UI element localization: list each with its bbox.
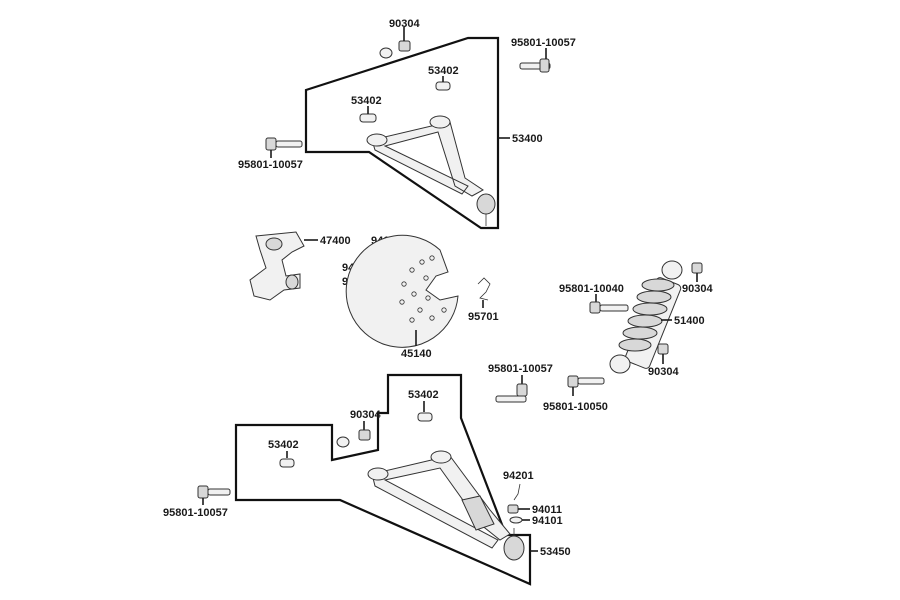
- callout-top-nut: 90304: [389, 18, 420, 30]
- lower-bolt-right-bottom-icon: [567, 375, 605, 388]
- callout-cotter-low: 94201: [503, 470, 534, 482]
- callout-shock: 51400: [674, 315, 705, 327]
- callout-shock-nut-bottom: 90304: [648, 366, 679, 378]
- upper-arm-part: [366, 115, 496, 226]
- callout-lower-nut: 90304: [350, 409, 381, 421]
- shock-absorber-part: [609, 260, 683, 374]
- washer-low-icon: [509, 516, 523, 524]
- callout-disc: 45140: [401, 348, 432, 360]
- clip-icon: [477, 277, 491, 301]
- lower-arm-part: [367, 450, 525, 561]
- callout-lower-bolt-right-bottom: 95801-10050: [543, 401, 608, 413]
- lower-arm-frame: [234, 373, 532, 586]
- shock-nut-top-icon: [691, 262, 703, 274]
- lower-nut-icon: [336, 429, 371, 448]
- callout-top-bolt-left: 95801-10057: [238, 159, 303, 171]
- cotter-low-icon: [513, 483, 521, 501]
- callout-upper-arm: 53400: [512, 133, 543, 145]
- callout-knuckle: 47400: [320, 235, 351, 247]
- shock-nut-bottom-icon: [657, 343, 669, 355]
- callout-top-bolt-right: 95801-10057: [511, 37, 576, 49]
- lower-bolt-right-top-icon: [495, 383, 528, 403]
- callout-lower-bushing-right: 53402: [408, 389, 439, 401]
- callout-washer-low: 94101: [532, 515, 563, 527]
- knuckle-part: [249, 231, 305, 301]
- callout-shock-bolt-top: 95801-10040: [559, 283, 624, 295]
- callout-top-bushing-left: 53402: [351, 95, 382, 107]
- top-bushing-left-icon: [359, 106, 377, 123]
- shock-bolt-top-icon: [589, 301, 629, 314]
- lower-bushing-left-icon: [279, 458, 295, 468]
- callout-lower-bolt-left: 95801-10057: [163, 507, 228, 519]
- callout-lower-arm: 53450: [540, 546, 571, 558]
- callout-clip: 95701: [468, 311, 499, 323]
- top-bolt-right-icon: [519, 48, 551, 73]
- nut-low-icon: [507, 504, 519, 514]
- upper-arm-frame: [304, 36, 500, 230]
- top-nut-icon: [379, 27, 411, 59]
- callout-nut-low: 94011: [532, 504, 562, 516]
- brake-disc-part: [345, 234, 459, 348]
- lower-bolt-left-icon: [197, 485, 231, 499]
- callout-shock-nut-top: 90304: [682, 283, 713, 295]
- callout-lower-bolt-right-top: 95801-10057: [488, 363, 553, 375]
- lower-bushing-right-icon: [417, 412, 433, 422]
- callout-top-bushing-right: 53402: [428, 65, 459, 77]
- top-bolt-left-icon: [265, 137, 303, 158]
- callout-lower-bushing-left: 53402: [268, 439, 299, 451]
- top-bushing-right-icon: [435, 76, 451, 91]
